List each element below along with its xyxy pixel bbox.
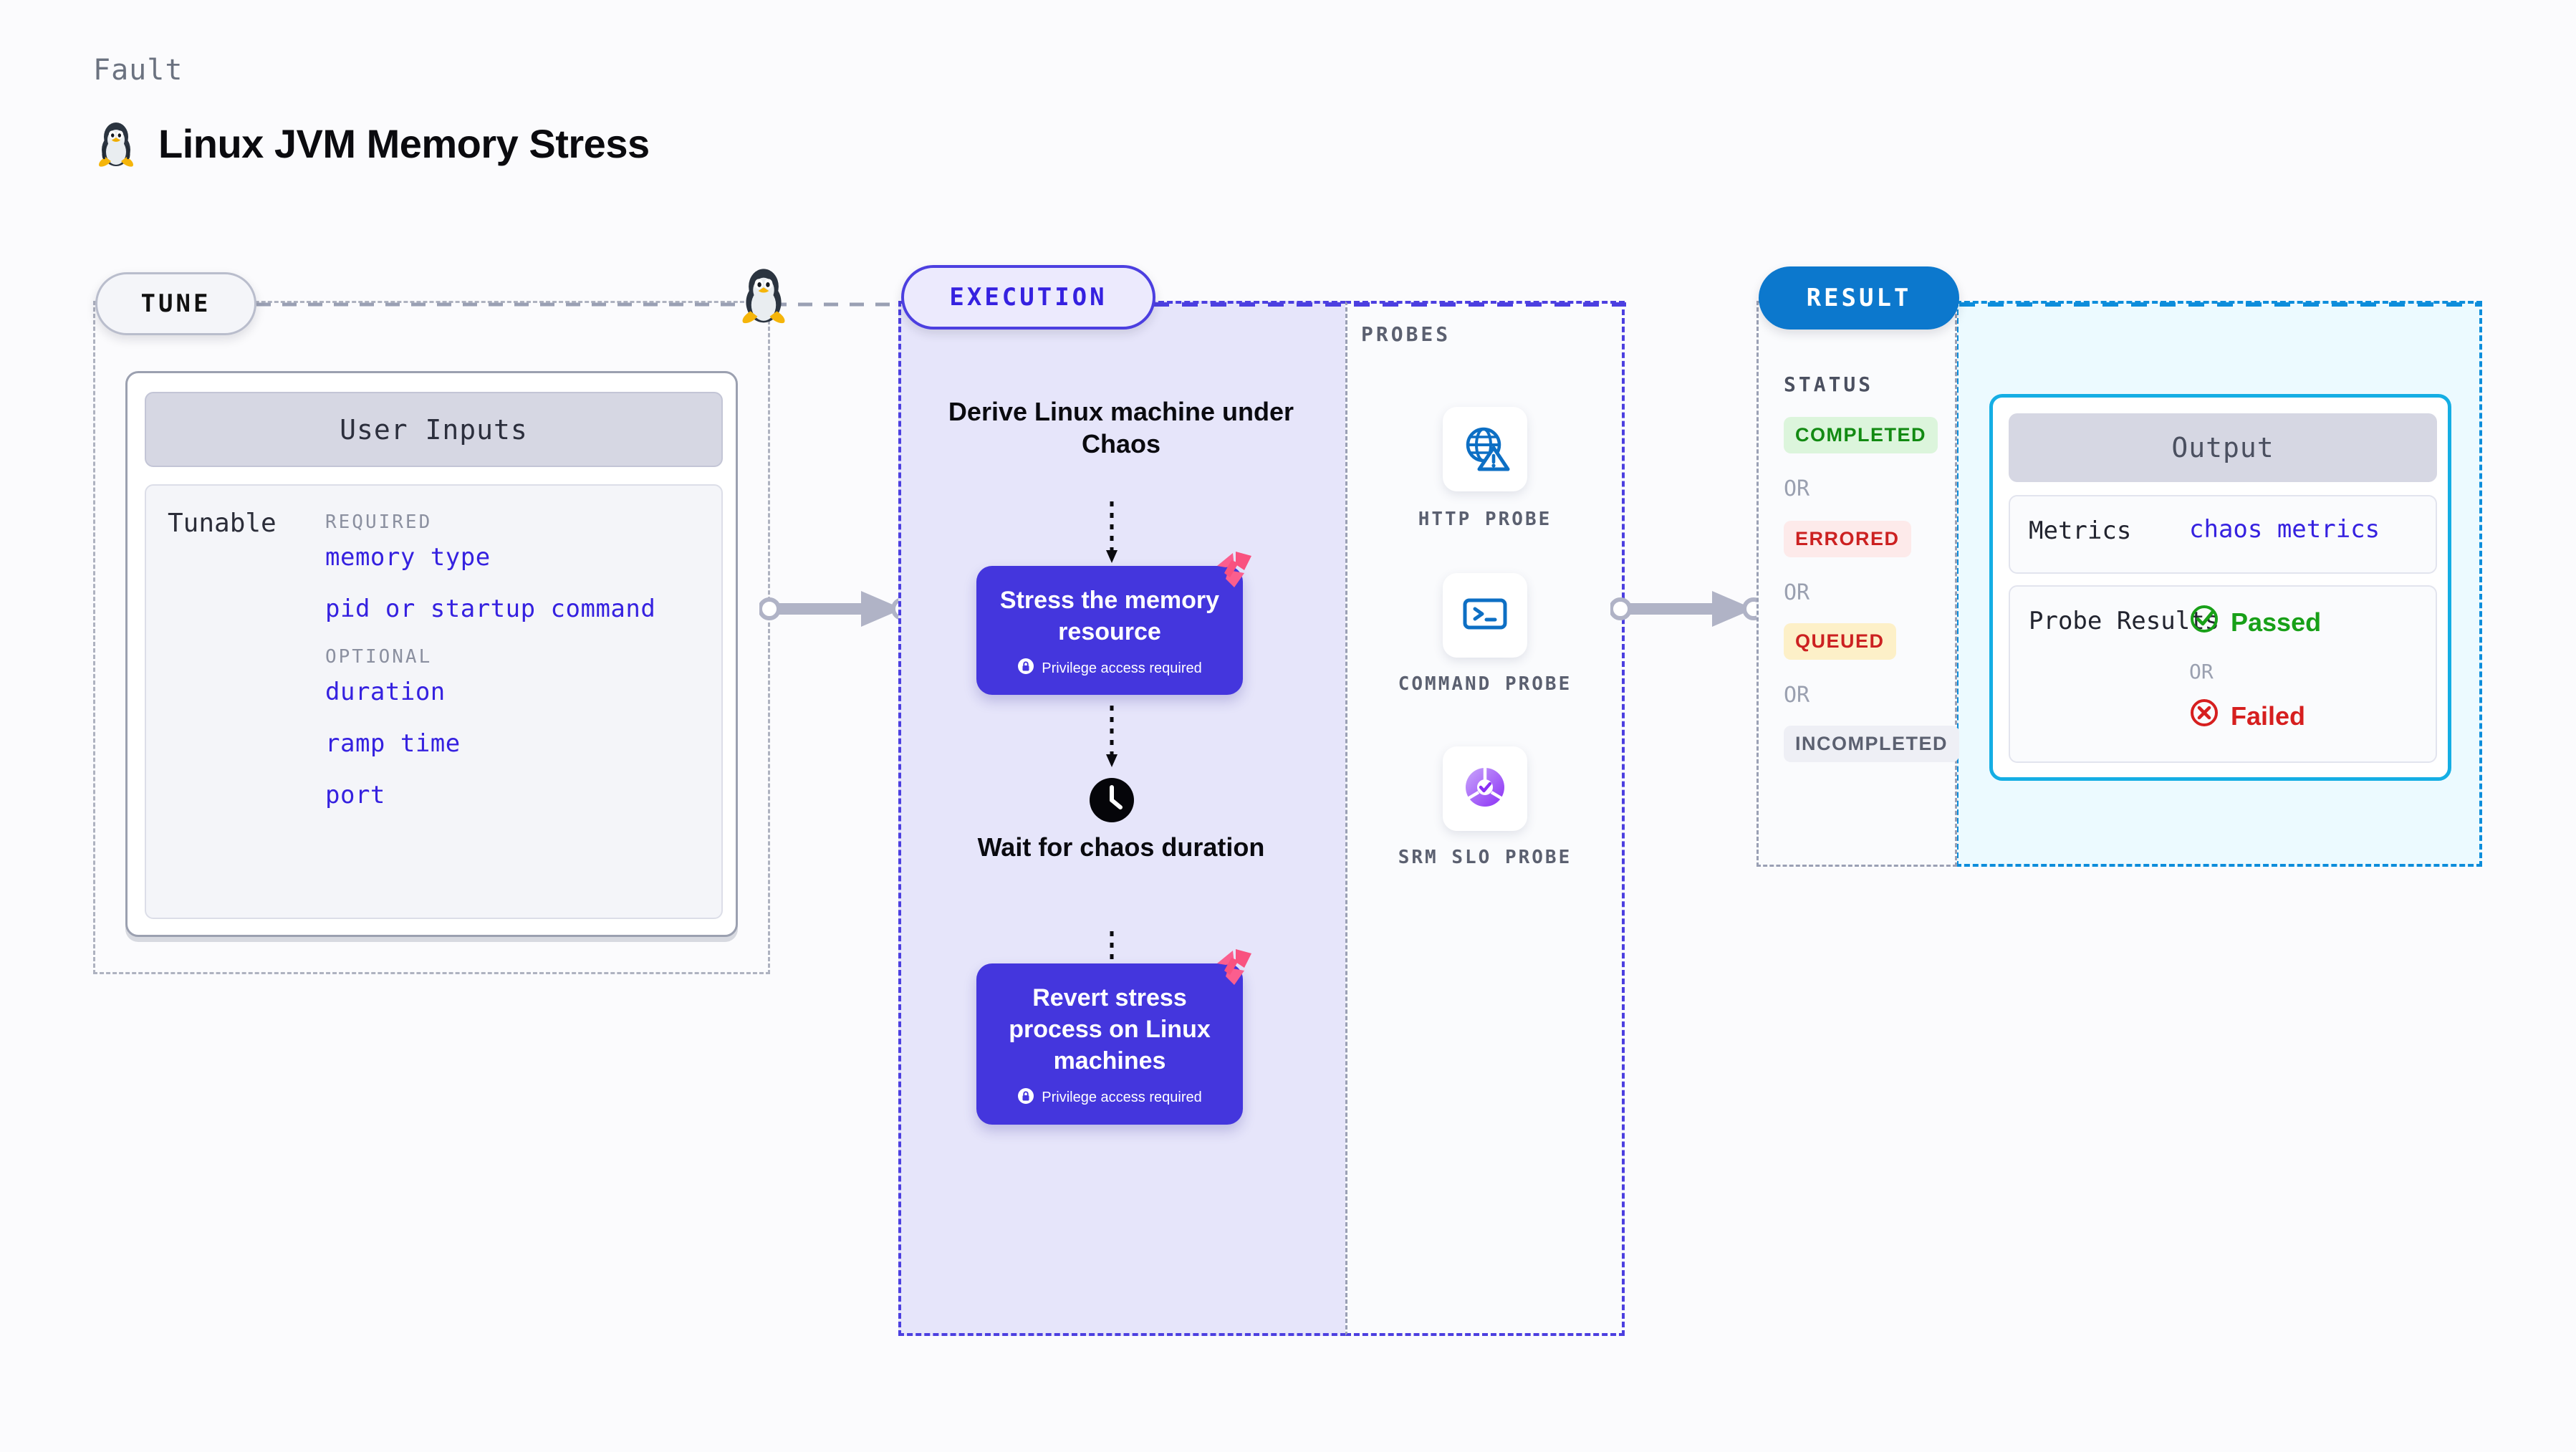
user-inputs-card: User Inputs Tunable REQUIRED memory type…	[125, 371, 738, 937]
execution-step-wait: Wait for chaos duration	[977, 832, 1265, 862]
probes-section-label: PROBES	[1361, 322, 1451, 346]
probe-result-passed-label: Passed	[2231, 607, 2322, 637]
status-badge-incompleted: INCOMPLETED	[1784, 726, 1960, 762]
status-badge-errored: ERRORED	[1784, 521, 1911, 557]
tunable-item-memory-type[interactable]: memory type	[325, 543, 491, 572]
page-title: Linux JVM Memory Stress	[158, 120, 650, 166]
status-or-3: OR	[1784, 683, 1810, 708]
output-metrics-key: Metrics	[2029, 516, 2132, 545]
probe-tile-srm-slo[interactable]	[1443, 746, 1527, 831]
status-badge-completed: COMPLETED	[1784, 417, 1938, 453]
tunable-list: REQUIRED memory type pid or startup comm…	[325, 501, 712, 832]
privilege-required-note-1: Privilege access required	[991, 658, 1229, 679]
result-pill[interactable]: RESULT	[1759, 266, 1959, 330]
clock-icon	[1087, 776, 1136, 828]
privilege-required-note-2: Privilege access required	[991, 1087, 1229, 1109]
output-metrics-value[interactable]: chaos metrics	[2189, 515, 2380, 544]
execution-card-stress-memory[interactable]: Stress the memory resource Privilege acc…	[976, 552, 1251, 696]
tunable-label: Tunable	[168, 509, 277, 538]
status-section-label: STATUS	[1784, 372, 1874, 396]
result-pill-label: RESULT	[1806, 284, 1912, 312]
tune-dashed-connector	[256, 302, 901, 307]
tunable-item-pid-or-startup-command[interactable]: pid or startup command	[325, 595, 656, 623]
tunable-item-port[interactable]: port	[325, 781, 385, 809]
output-row-metrics: Metrics chaos metrics	[2009, 495, 2437, 574]
tune-pill-label: TUNE	[140, 289, 211, 318]
probe-result-or: OR	[2189, 660, 2214, 683]
privilege-required-text-2: Privilege access required	[1042, 1090, 1202, 1106]
output-row-probe-results: Probe Results Passed OR Failed	[2009, 585, 2437, 763]
tune-pill[interactable]: TUNE	[95, 272, 256, 335]
result-status-region	[1756, 301, 1957, 867]
execution-to-result-arrow	[1610, 591, 1765, 627]
execution-card-stress-memory-label: Stress the memory resource	[999, 587, 1220, 646]
probe-tile-command[interactable]	[1443, 573, 1527, 658]
execution-step-derive: Derive Linux machine under Chaos	[948, 397, 1294, 459]
status-or-1: OR	[1784, 476, 1810, 501]
tunable-group-label-optional: OPTIONAL	[325, 646, 433, 668]
harness-logo-icon	[1213, 550, 1254, 592]
probe-result-failed-label: Failed	[2231, 701, 2306, 731]
probe-tile-http[interactable]	[1443, 407, 1527, 491]
output-card: Output Metrics chaos metrics Probe Resul…	[1989, 394, 2451, 781]
tux-penguin-icon-connector	[738, 264, 789, 329]
probe-result-failed: Failed	[2189, 698, 2305, 734]
privilege-required-text-1: Privilege access required	[1042, 660, 1202, 676]
output-probe-results-key: Probe Results	[2029, 607, 2220, 635]
execution-dashed-connector	[1153, 302, 1626, 307]
check-circle-icon	[2189, 604, 2219, 640]
probe-caption-srm-slo: SRM SLO PROBE	[1398, 847, 1572, 868]
tunable-item-duration[interactable]: duration	[325, 678, 446, 706]
x-circle-icon	[2189, 698, 2219, 734]
tune-to-execution-arrow	[759, 591, 914, 627]
execution-card-revert-stress-label: Revert stress process on Linux machines	[1009, 984, 1211, 1075]
tune-region	[93, 301, 770, 974]
lock-icon	[1017, 1087, 1034, 1109]
page-title-row: Linux JVM Memory Stress	[95, 118, 650, 168]
result-dashed-connector	[1959, 302, 2482, 307]
fault-eyebrow-label: Fault	[93, 54, 183, 87]
execution-pill[interactable]: EXECUTION	[901, 265, 1155, 330]
terminal-icon	[1459, 588, 1511, 643]
status-or-2: OR	[1784, 580, 1810, 605]
tux-penguin-icon	[95, 118, 137, 168]
execution-pill-label: EXECUTION	[949, 283, 1107, 312]
execution-card-revert-stress[interactable]: Revert stress process on Linux machines …	[976, 949, 1251, 1125]
execution-arrow-2	[1106, 706, 1118, 767]
probe-caption-command: COMMAND PROBE	[1398, 673, 1572, 695]
user-inputs-header: User Inputs	[145, 392, 723, 467]
status-badge-queued: QUEUED	[1784, 623, 1896, 660]
probe-result-passed: Passed	[2189, 604, 2321, 640]
tunable-box: Tunable REQUIRED memory type pid or star…	[145, 484, 723, 919]
lock-icon	[1017, 658, 1034, 679]
output-header: Output	[2009, 413, 2437, 482]
tunable-group-label-required: REQUIRED	[325, 511, 433, 533]
probe-caption-http: HTTP PROBE	[1418, 509, 1552, 530]
tunable-item-ramp-time[interactable]: ramp time	[325, 729, 461, 758]
execution-arrow-1	[1106, 501, 1118, 563]
harness-logo-icon	[1213, 948, 1254, 989]
slo-donut-check-icon	[1459, 761, 1511, 817]
globe-warning-icon	[1459, 422, 1511, 477]
